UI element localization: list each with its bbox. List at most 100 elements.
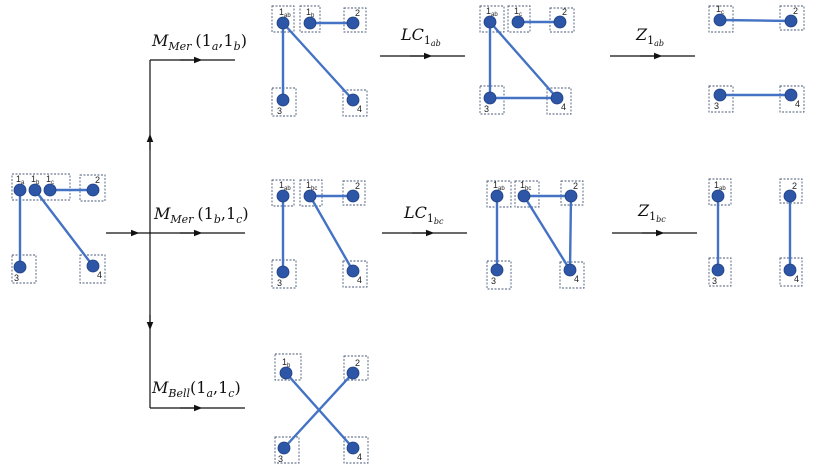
node-2 — [346, 366, 360, 380]
node-box — [514, 180, 540, 208]
node-3 — [711, 263, 725, 277]
node-3 — [483, 91, 497, 105]
node-1c-label: 1c — [716, 4, 724, 16]
graph-edge — [281, 21, 355, 102]
node-1b-label: 1b — [306, 7, 315, 19]
node-2-label: 2 — [355, 358, 360, 368]
node-box — [708, 178, 732, 206]
node-4 — [86, 259, 100, 273]
node-box — [486, 260, 512, 290]
node-4 — [784, 88, 798, 102]
node-1c — [43, 183, 57, 197]
label-lc-ab: LC1ab — [400, 25, 441, 48]
node-box — [342, 260, 368, 288]
node-box — [708, 85, 734, 113]
node-4 — [346, 264, 360, 278]
label-m-bell-ac: MBell(1a,1c) — [151, 378, 241, 400]
node-4 — [550, 91, 564, 105]
graph-edge — [308, 194, 355, 273]
node-1bc — [517, 189, 531, 203]
node-3-label: 3 — [484, 104, 489, 114]
graph-edge — [568, 194, 573, 272]
node-3-label: 3 — [14, 273, 19, 283]
node-box — [546, 87, 572, 115]
node-1b — [279, 366, 293, 380]
node-box — [559, 261, 585, 289]
node-4-label: 4 — [357, 275, 362, 285]
graph-z-ab: 1c 2 3 4 — [708, 4, 805, 113]
node-4 — [346, 93, 360, 107]
node-4-label: 4 — [574, 274, 579, 284]
node-2-label: 2 — [793, 6, 798, 16]
node-1c-label: 1c — [514, 6, 522, 18]
node-1ab-label: 1ab — [714, 180, 726, 192]
node-1ab-label: 1ab — [493, 180, 505, 192]
graph-edge — [522, 194, 572, 272]
node-2-label: 2 — [95, 175, 100, 185]
node-box — [343, 355, 369, 381]
graph-edge — [282, 371, 355, 450]
node-4 — [783, 263, 797, 277]
node-2-label: 2 — [792, 181, 797, 191]
node-3-label: 3 — [714, 101, 719, 111]
node-1b-label: 1b — [282, 357, 291, 369]
branch-arrows — [106, 52, 697, 412]
node-2-label: 2 — [562, 7, 567, 17]
node-2 — [346, 189, 360, 203]
node-1ab — [276, 16, 290, 30]
node-box — [299, 5, 321, 33]
node-1ab — [490, 189, 504, 203]
node-box — [271, 179, 295, 207]
node-1ab — [483, 15, 497, 29]
node-1ab — [711, 189, 725, 203]
node-box — [343, 436, 369, 464]
node-2-label: 2 — [355, 8, 360, 18]
node-2 — [784, 14, 798, 28]
node-4-label: 4 — [357, 104, 362, 114]
node-box — [486, 180, 512, 208]
node-4-label: 4 — [795, 99, 800, 109]
node-2 — [86, 183, 100, 197]
node-4-label: 4 — [794, 274, 799, 284]
node-1ab-label: 1ab — [486, 6, 498, 18]
node-box — [79, 254, 106, 284]
node-3 — [713, 88, 727, 102]
node-4 — [563, 263, 577, 277]
node-box — [271, 5, 295, 33]
node-1a-label: 1a — [16, 174, 25, 186]
node-box — [11, 254, 37, 284]
node-1b-label: 1b — [31, 174, 40, 186]
node-box — [342, 89, 368, 117]
node-2-label: 2 — [355, 181, 360, 191]
node-box — [299, 179, 323, 207]
node-1b — [28, 183, 42, 197]
node-1bc-label: 1bc — [306, 180, 317, 192]
node-box — [708, 257, 732, 287]
node-3-label: 3 — [277, 278, 282, 288]
graph-edge — [33, 188, 95, 268]
node-box — [507, 5, 531, 33]
node-box — [274, 436, 300, 464]
node-box — [342, 180, 366, 206]
node-2 — [553, 15, 567, 29]
graph-edge — [718, 18, 793, 23]
node-1c-label: 1c — [46, 174, 54, 186]
node-box — [779, 85, 805, 113]
node-box — [479, 5, 505, 33]
node-1c — [511, 15, 525, 29]
node-3-label: 3 — [277, 106, 282, 116]
label-lc-bc: LC1bc — [403, 203, 444, 226]
node-2 — [564, 189, 578, 203]
node-box — [274, 353, 302, 381]
node-3-label: 3 — [278, 454, 283, 464]
node-4 — [346, 441, 360, 455]
